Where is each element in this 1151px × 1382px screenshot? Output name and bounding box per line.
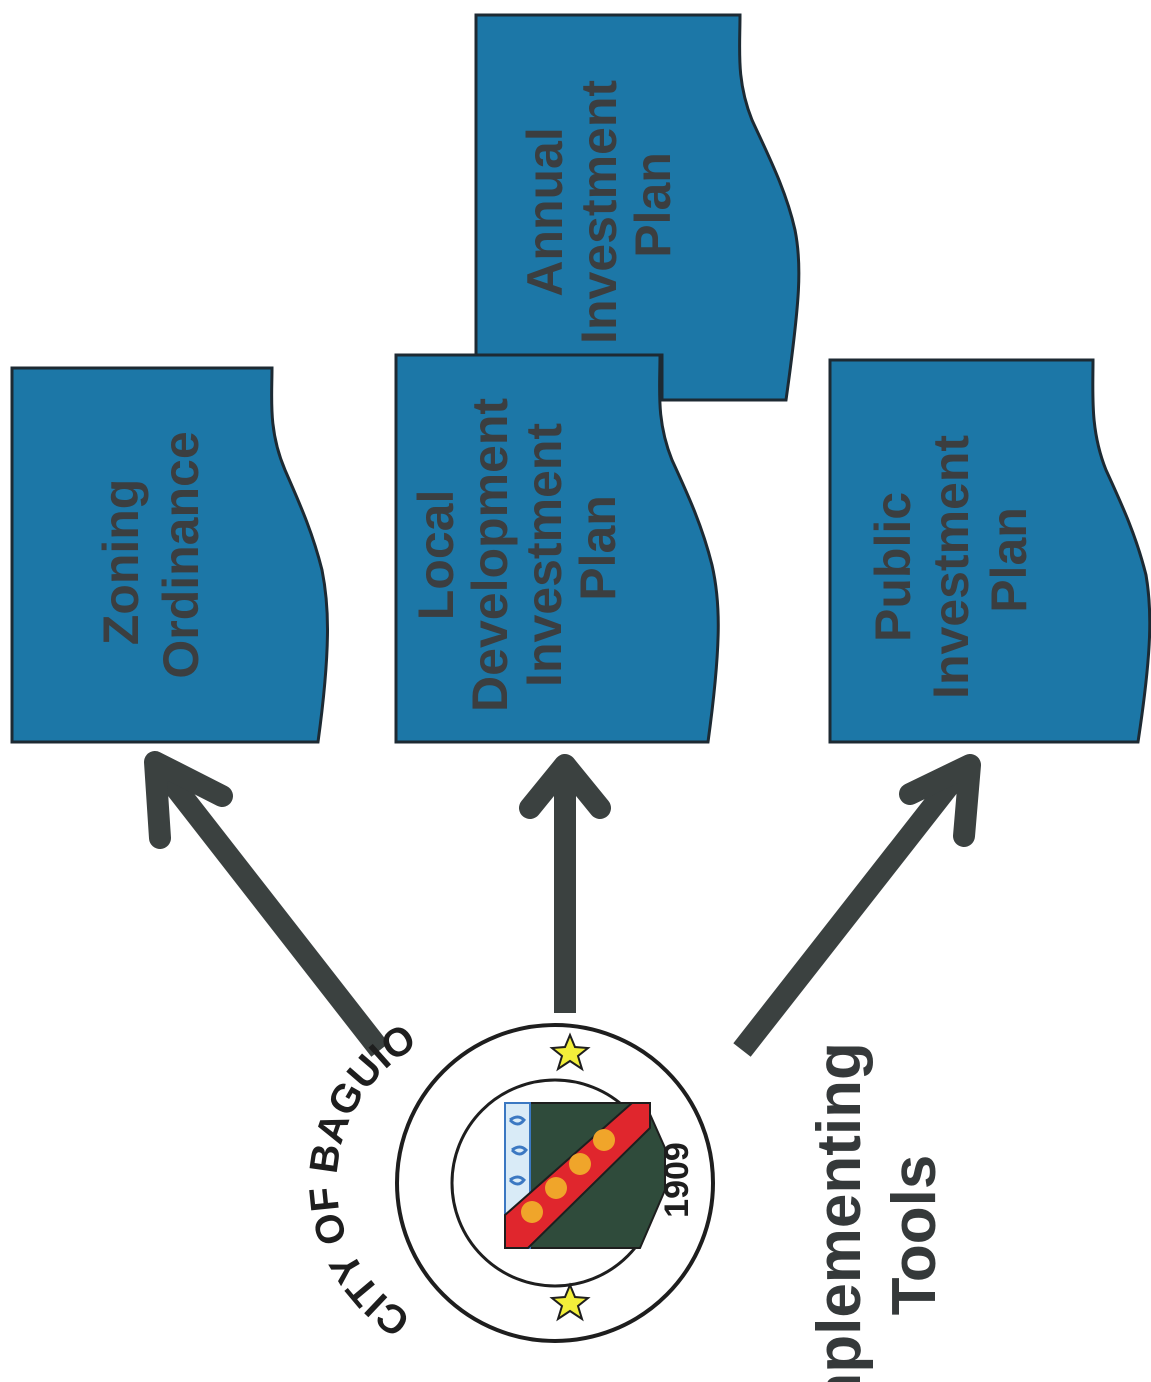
document-zoning-ordinance: Zoning Ordinance xyxy=(10,366,329,744)
document-annual-investment-plan: Annual Investment Plan xyxy=(474,13,801,402)
seal-band-dot-icon xyxy=(521,1201,543,1223)
document-shape xyxy=(828,358,1151,744)
document-label: Public Investment Plan xyxy=(865,421,1037,699)
seal-band-dot-icon xyxy=(593,1129,615,1151)
document-label: Local Development Investment Plan xyxy=(408,384,626,712)
document-shape xyxy=(10,366,329,744)
document-label: Annual Investment Plan xyxy=(517,66,681,344)
star-icon xyxy=(549,1032,591,1072)
document-public-investment-plan: Public Investment Plan xyxy=(828,358,1151,744)
city-of-baguio-seal-icon: CITY OF BAGUIO 1909 xyxy=(302,1016,715,1345)
star-icon xyxy=(549,1282,591,1322)
seal-band-dot-icon xyxy=(545,1177,567,1199)
implementing-tools-caption: Implementing Tools xyxy=(805,1025,949,1382)
document-shape xyxy=(394,353,720,744)
document-shape xyxy=(474,13,801,402)
document-label: Zoning Ordinance xyxy=(93,431,209,678)
arrow-to-local-development-investment-plan xyxy=(519,754,611,1013)
arrow-to-zoning-ordinance xyxy=(144,751,389,1057)
seal-band-dot-icon xyxy=(569,1153,591,1175)
arrow-to-public-investment-plan xyxy=(733,754,981,1057)
document-local-development-investment-plan: Local Development Investment Plan xyxy=(394,353,720,744)
